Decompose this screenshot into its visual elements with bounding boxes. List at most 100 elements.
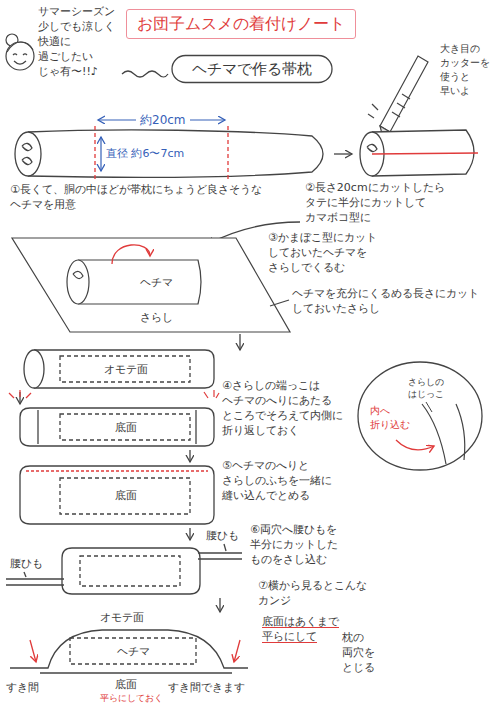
cutter: [392, 112, 400, 117]
loofah-long: [22, 157, 32, 164]
girl-face: [6, 34, 34, 70]
part-label: 腰ひも: [10, 556, 43, 571]
cutter: [372, 104, 378, 110]
cutter: [368, 114, 374, 118]
dimension-arrow: [190, 119, 225, 120]
girl-face: [13, 54, 17, 55]
cloth-sheet: [12, 238, 290, 332]
cut-line: [95, 126, 228, 182]
part-label: 底面: [115, 420, 137, 435]
side-view: [10, 630, 248, 668]
side-view: [70, 638, 196, 664]
cloth-sheet: [78, 260, 201, 304]
highlight-marks: [213, 390, 214, 397]
girl-face: [14, 61, 26, 64]
pillow-with-cord: [6, 578, 64, 579]
highlight-marks: [9, 393, 14, 398]
step-arrow: [239, 334, 240, 350]
pillow-with-cord: [198, 558, 242, 559]
cloth-sheet: [67, 260, 89, 304]
loofah-long: [28, 130, 323, 177]
pillow-with-cord: [6, 544, 242, 594]
tip-note: 大き目の カッターを 使うと 早いよ: [440, 42, 494, 98]
fold-arrow: [396, 440, 434, 450]
rolled-pillow: [24, 350, 214, 388]
inset-circle: [358, 362, 482, 470]
rolled-pillow: [24, 350, 44, 388]
folded-pillow: [20, 408, 214, 446]
highlight-marks: [216, 393, 219, 398]
highlight-marks: [26, 393, 31, 398]
pillow-with-cord: [224, 544, 226, 551]
sewn-pillow: [20, 466, 214, 524]
girl-face: [7, 42, 33, 52]
gap-arrow: [30, 640, 36, 662]
highlight-marks: [204, 392, 208, 398]
title-bracket: ヘチマで作る帯枕: [170, 54, 334, 84]
loofah-piece: [372, 153, 478, 154]
cutter: [380, 56, 428, 132]
step-arrow: [219, 598, 220, 612]
part-label: オモテ面: [104, 362, 148, 377]
loofah-long: [15, 130, 323, 177]
sewn-pillow: [20, 466, 214, 524]
cloth-sheet: [12, 238, 290, 332]
part-label: すき間できます: [168, 680, 245, 695]
cloth-sheet: [73, 271, 83, 278]
part-label: ヘチマ: [117, 644, 150, 659]
part-label: 底面: [115, 677, 137, 692]
highlight-marks: [9, 390, 219, 398]
step-text: ④さらしの端っこは ヘチマのへりにあたる ところでそろえて内側に 折り返しておく: [222, 378, 348, 438]
folded-pillow: [60, 414, 190, 440]
folded-pillow: [195, 410, 196, 444]
step-text: ①長くて、胴の中ほどが帯枕にちょうど良さそうな ヘチマを用意: [10, 182, 272, 212]
rolled-pillow: [34, 350, 214, 388]
dimension-label: 約20cm: [140, 112, 186, 128]
pillow-with-cord: [80, 556, 180, 586]
subtitle-text: ヘチマで作る帯枕: [170, 54, 334, 84]
part-label: すき間: [6, 680, 39, 695]
step-text: 枕の 両穴を とじる: [342, 630, 380, 675]
wrap-arrow: [112, 245, 150, 264]
loofah-long: [15, 132, 41, 176]
part-label: オモテ面: [100, 610, 144, 625]
girl-face: [23, 54, 27, 55]
girl-face: [6, 42, 34, 70]
highlight-marks: [19, 390, 20, 397]
part-label: 底面: [115, 488, 137, 503]
note-text: ヘチマを充分にくるめる長さにカット しておいたさらし: [292, 286, 484, 316]
cut-line: [94, 126, 95, 182]
sewn-pillow: [26, 470, 208, 472]
pillow-with-cord: [24, 572, 26, 577]
step-arrow: [334, 153, 352, 154]
step-text: ⑤ヘチマのへりと さらしのふちを一緒に 縫い込んでとめる: [222, 458, 338, 503]
loofah-long: [22, 143, 32, 150]
cloth-sheet: [270, 300, 289, 306]
gap-arrow: [234, 640, 240, 662]
step-text: ③かまぼこ型にカット しておいたヘチマを さらしでくるむ: [268, 230, 382, 275]
part-label: ヘチマ: [140, 275, 173, 290]
cut-line: [227, 126, 228, 182]
dimension-arrow: [98, 119, 136, 120]
folded-pillow: [20, 408, 214, 446]
part-label: さらし: [140, 310, 173, 325]
dimension-label: 直径 約6〜7cm: [106, 146, 184, 161]
emphasis-text: 底面はあくまで 平らにして: [262, 614, 344, 644]
loofah-piece: [360, 130, 478, 176]
pillow-with-cord: [6, 584, 64, 585]
part-label: 腰ひも: [206, 528, 239, 543]
pillow-with-cord: [198, 552, 242, 553]
gap-arrow: [30, 640, 240, 662]
side-view: [10, 630, 248, 673]
side-view: [40, 672, 232, 673]
detail-circle: さらしの はじっこ内へ 折り込む: [356, 360, 484, 472]
step-arrow: [189, 450, 190, 462]
inset-label: さらしの はじっこ: [408, 376, 448, 400]
cutter: [402, 94, 410, 99]
title-box: お団子ムスメの着付けノート: [126, 9, 356, 39]
fold-line: [422, 404, 446, 464]
note-text: 平らにしておく: [100, 692, 163, 704]
leader-line: [426, 402, 432, 412]
